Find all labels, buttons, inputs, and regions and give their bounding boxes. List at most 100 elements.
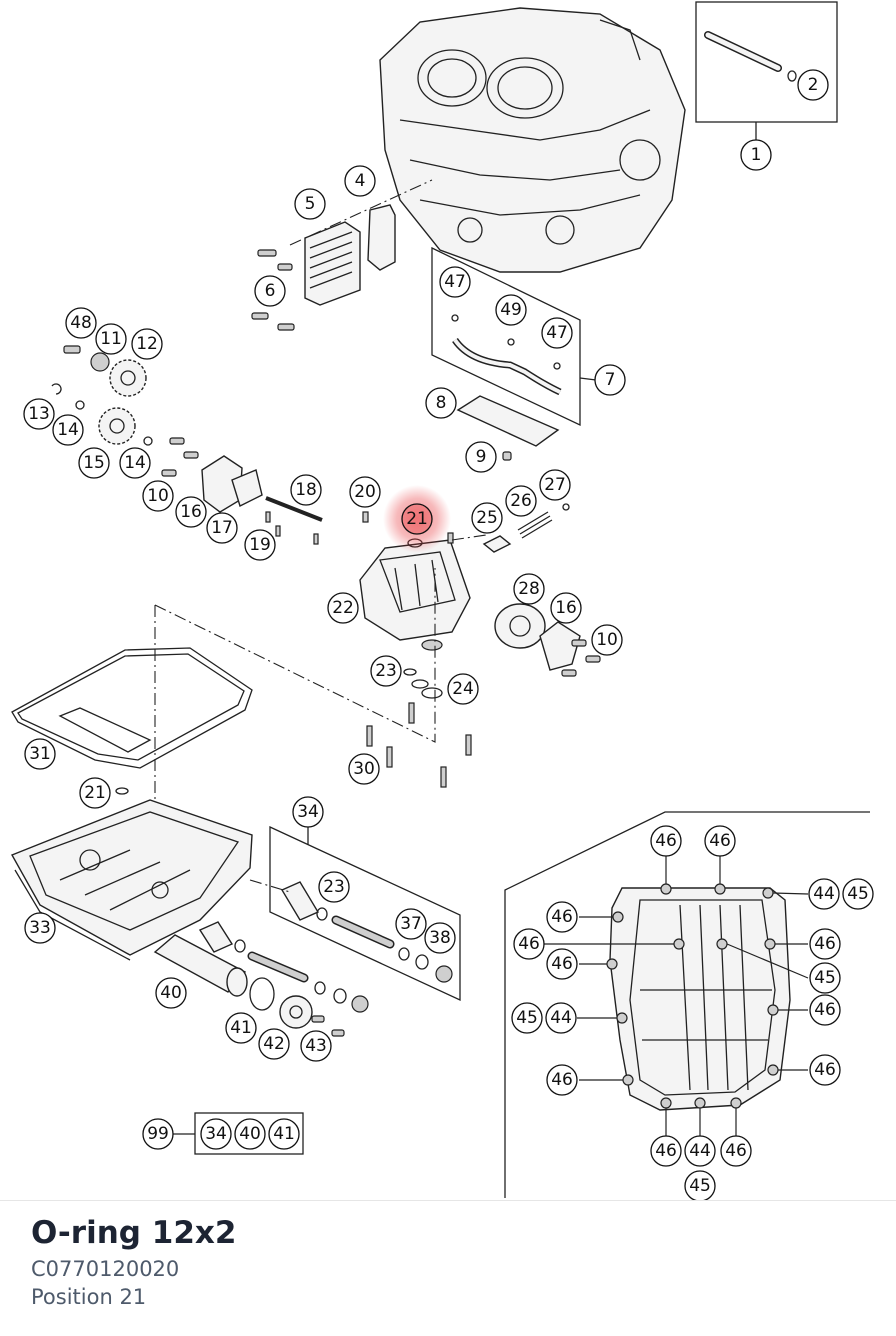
callout-c48[interactable]: 48 (65, 307, 97, 339)
callout-c45b[interactable]: 45 (809, 962, 841, 994)
callout-c13[interactable]: 13 (23, 398, 55, 430)
part-1-box (695, 1, 838, 123)
callout-c37[interactable]: 37 (395, 908, 427, 940)
callout-c10a[interactable]: 10 (142, 480, 174, 512)
callout-c34b[interactable]: 34 (200, 1118, 232, 1150)
callout-c45a[interactable]: 45 (842, 878, 874, 910)
callout-label: 22 (332, 598, 354, 618)
callout-c49[interactable]: 49 (495, 294, 527, 326)
callout-circle (511, 1002, 543, 1034)
callout-circle (24, 738, 56, 770)
callout-circle (254, 275, 286, 307)
kit-99-box (194, 1112, 304, 1155)
callout-circle (290, 474, 322, 506)
callout-c46h[interactable]: 46 (546, 1064, 578, 1096)
callout-label: 28 (518, 579, 540, 599)
callout-circle (349, 476, 381, 508)
callout-c41a[interactable]: 41 (225, 1012, 257, 1044)
callout-c25[interactable]: 25 (471, 502, 503, 534)
callout-c14b[interactable]: 14 (119, 447, 151, 479)
callout-c24[interactable]: 24 (447, 673, 479, 705)
callout-c46a[interactable]: 46 (650, 825, 682, 857)
part-34-panel (269, 825, 461, 1002)
callout-c46f[interactable]: 46 (546, 948, 578, 980)
callout-c45d[interactable]: 45 (684, 1170, 716, 1200)
callout-c34a[interactable]: 34 (292, 796, 324, 828)
callout-c33[interactable]: 33 (24, 912, 56, 944)
callout-c11[interactable]: 11 (95, 323, 127, 355)
callout-c23b[interactable]: 23 (318, 871, 350, 903)
callout-c14a[interactable]: 14 (52, 414, 84, 446)
oil-pipe-illustration (451, 314, 562, 396)
callout-circle (294, 188, 326, 220)
callout-label: 19 (249, 535, 271, 555)
callout-c99[interactable]: 99 (142, 1118, 174, 1150)
callout-c21b[interactable]: 21 (79, 777, 111, 809)
callout-c30[interactable]: 30 (348, 753, 380, 785)
callout-c5[interactable]: 5 (294, 188, 326, 220)
callout-c46i[interactable]: 46 (809, 1054, 841, 1086)
callout-c16b[interactable]: 16 (550, 592, 582, 624)
callout-label: 47 (444, 272, 466, 292)
callout-c47a[interactable]: 47 (439, 266, 471, 298)
callout-circle (401, 503, 433, 535)
callout-c1[interactable]: 1 (740, 139, 772, 171)
callout-label: 46 (814, 1060, 836, 1080)
callout-label: 11 (100, 329, 122, 349)
callout-c45c[interactable]: 45 (511, 1002, 543, 1034)
callout-label: 23 (323, 877, 345, 897)
callout-label: 20 (354, 482, 376, 502)
callout-c44a[interactable]: 44 (808, 878, 840, 910)
callout-c12[interactable]: 12 (131, 328, 163, 360)
callout-c26[interactable]: 26 (505, 485, 537, 517)
callout-c27[interactable]: 27 (539, 469, 571, 501)
callout-circle (650, 825, 682, 857)
callout-c22[interactable]: 22 (327, 592, 359, 624)
callout-c28[interactable]: 28 (513, 573, 545, 605)
callout-circle (546, 948, 578, 980)
callout-c2[interactable]: 2 (797, 69, 829, 101)
callout-c43[interactable]: 43 (300, 1030, 332, 1062)
callout-c46d[interactable]: 46 (513, 928, 545, 960)
bolts-6-illustration (251, 249, 295, 331)
callout-c47b[interactable]: 47 (541, 317, 573, 349)
callout-c21a[interactable]: 21 (401, 503, 433, 535)
callout-c46e[interactable]: 46 (809, 928, 841, 960)
callout-c38[interactable]: 38 (424, 922, 456, 954)
callout-c7[interactable]: 7 (594, 364, 626, 396)
oil-filter-illustration (153, 921, 369, 1037)
callout-c31[interactable]: 31 (24, 738, 56, 770)
callout-c23a[interactable]: 23 (370, 655, 402, 687)
callout-c42[interactable]: 42 (258, 1028, 290, 1060)
callout-c46g[interactable]: 46 (809, 994, 841, 1026)
callout-c46k[interactable]: 46 (720, 1135, 752, 1167)
callout-circle (471, 502, 503, 534)
callout-c16a[interactable]: 16 (175, 496, 207, 528)
callout-c19[interactable]: 19 (244, 529, 276, 561)
callout-c10b[interactable]: 10 (591, 624, 623, 656)
callout-c40b[interactable]: 40 (234, 1118, 266, 1150)
relief-valve-illustration (482, 503, 570, 553)
callout-c4[interactable]: 4 (344, 165, 376, 197)
callout-c46b[interactable]: 46 (704, 825, 736, 857)
callout-circle (206, 512, 238, 544)
callout-label: 41 (230, 1018, 252, 1038)
callout-c15[interactable]: 15 (78, 447, 110, 479)
callout-c6[interactable]: 6 (254, 275, 286, 307)
callout-c20[interactable]: 20 (349, 476, 381, 508)
callout-c9[interactable]: 9 (465, 441, 497, 473)
callout-c46j[interactable]: 46 (650, 1135, 682, 1167)
callout-circle (52, 414, 84, 446)
callout-c8[interactable]: 8 (425, 387, 457, 419)
callout-c40a[interactable]: 40 (155, 977, 187, 1009)
callout-circle (131, 328, 163, 360)
callout-c44b[interactable]: 44 (545, 1002, 577, 1034)
callout-c17[interactable]: 17 (206, 512, 238, 544)
callout-c18[interactable]: 18 (290, 474, 322, 506)
callout-label: 4 (355, 171, 366, 191)
callout-circle (495, 294, 527, 326)
callout-c44c[interactable]: 44 (684, 1135, 716, 1167)
callout-c46c[interactable]: 46 (546, 901, 578, 933)
callout-c41b[interactable]: 41 (268, 1118, 300, 1150)
highlight-glow (383, 485, 451, 553)
